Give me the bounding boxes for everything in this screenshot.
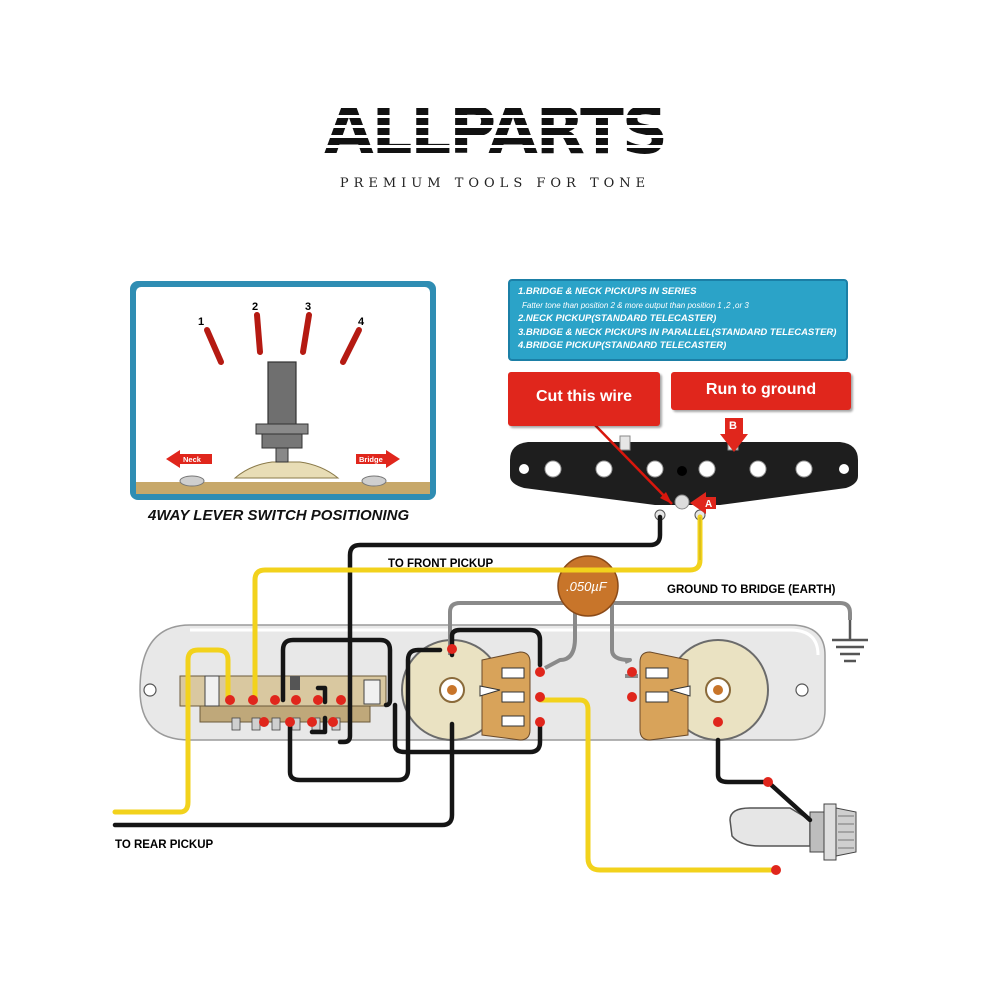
switch-positioning-title: 4WAY LEVER SWITCH POSITIONING [148,507,410,524]
position-2-marker [254,312,263,355]
position-3-label: 3 [305,301,311,313]
output-jack [729,803,857,861]
logo-tagline: PREMIUM TOOLS FOR TONE [339,176,651,191]
marker-a-label: A [705,499,712,510]
legend-item-3: 3.BRIDGE & NECK PICKUPS IN PARALLEL(STAN… [518,326,837,338]
capacitor-value-label: .050µF [566,579,608,594]
switch-inset-panel: 1 2 3 4 Neck Bridge [130,281,436,500]
neck-arrow-icon [166,450,212,468]
marker-a-arrow-icon [690,492,716,514]
cut-wire-pointer [593,423,673,505]
cut-wire-arrowhead [660,492,672,504]
solder-points [225,644,781,875]
position-2-label: 2 [252,301,258,313]
run-ground-callout: Run to ground [671,372,851,410]
neck-arrow-label: Neck [183,455,202,464]
position-4-marker [340,327,362,365]
volume-pot [401,639,531,741]
legend-item-2: 2.NECK PICKUP(STANDARD TELECASTER) [518,313,717,324]
marker-b-arrow-icon [720,418,748,452]
bridge-arrow-label: Bridge [359,455,383,464]
black-wires [112,514,813,828]
ground-icon [832,620,868,663]
position-1-marker [204,327,224,365]
cut-wire-callout: Cut this wire [508,372,660,426]
position-1-label: 1 [198,316,204,328]
legend-item-1: 1.BRIDGE & NECK PICKUPS IN SERIES [518,286,697,297]
neck-pickup-plate [510,435,858,521]
bridge-arrow-icon [356,450,400,468]
rear-pickup-label: TO REAR PICKUP [115,839,214,851]
yellow-wires [112,514,779,873]
positions-legend: 1.BRIDGE & NECK PICKUPS IN SERIES Fatter… [508,279,848,361]
tone-pot [639,639,769,741]
marker-b-label: B [729,420,737,432]
legend-item-1-note: Fatter tone than position 2 & more outpu… [522,300,749,310]
position-3-marker [300,312,312,355]
position-4-label: 4 [358,316,365,328]
ground-bridge-label: GROUND TO BRIDGE (EARTH) [667,584,836,596]
ground-wires [448,600,852,678]
front-pickup-label: TO FRONT PICKUP [388,558,494,570]
legend-item-4: 4.BRIDGE PICKUP(STANDARD TELECASTER) [518,340,727,351]
